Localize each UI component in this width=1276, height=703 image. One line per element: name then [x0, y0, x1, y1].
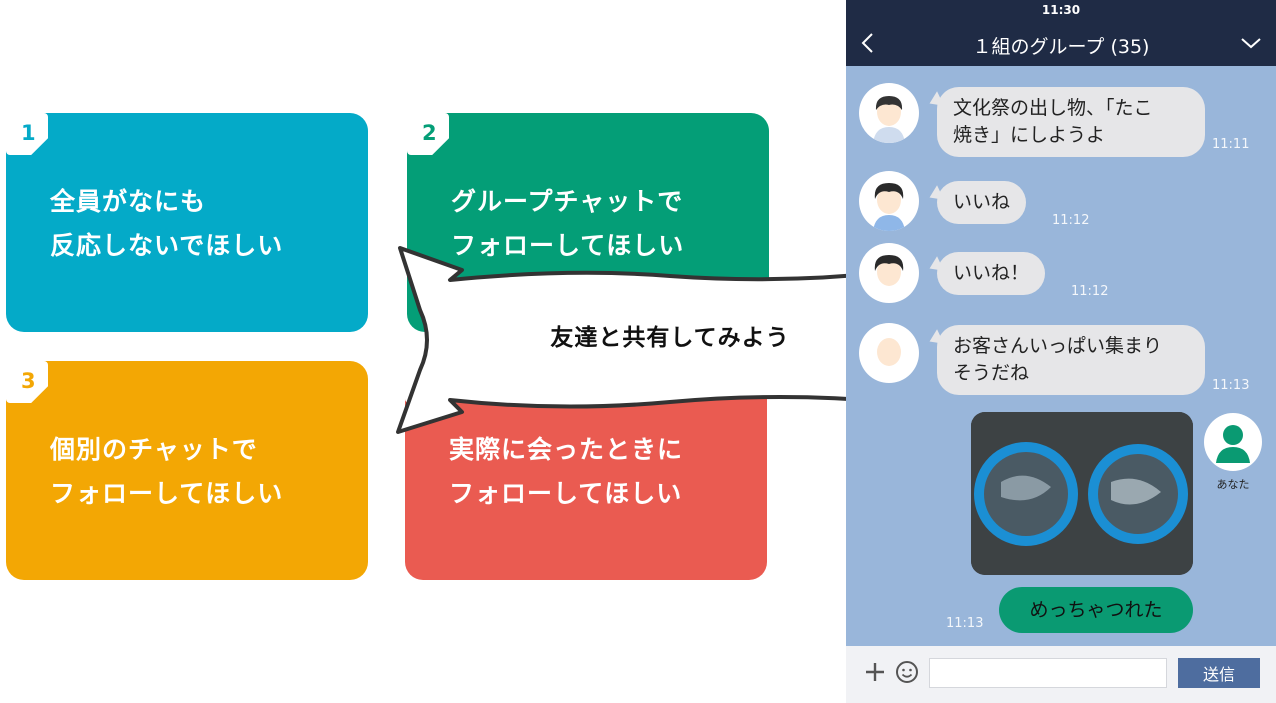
phone-chat-screen: 11:30 １組のグループ (35) 文化祭の出し物、「たこ 焼き」にしようよ … — [846, 0, 1276, 703]
card-label: 全員がなにも 反応しないでほしい — [50, 187, 284, 260]
chat-message-bubble: いいね！ — [937, 252, 1046, 295]
avatar[interactable] — [859, 323, 919, 383]
my-name-label: あなた — [1216, 478, 1250, 491]
avatar[interactable] — [859, 83, 919, 143]
boy-avatar-icon — [873, 183, 905, 231]
status-bar: 11:30 — [846, 0, 1276, 27]
card-label: 実際に会ったときに フォローしてほしい — [449, 435, 684, 508]
avatar[interactable] — [859, 171, 919, 231]
message-time: 11:13 — [946, 616, 984, 631]
card-number-badge: 3 — [6, 361, 48, 403]
option-card-3[interactable]: 3 個別のチャットで フォローしてほしい — [6, 361, 368, 580]
card-label: 個別のチャットで フォローしてほしい — [50, 435, 284, 508]
status-time: 11:30 — [1041, 3, 1081, 17]
message-time: 11:13 — [1212, 378, 1250, 393]
message-time: 11:12 — [1071, 284, 1109, 299]
shared-photo[interactable] — [971, 412, 1193, 575]
chevron-down-icon[interactable] — [1240, 35, 1262, 51]
message-input[interactable] — [929, 658, 1167, 688]
card-label: グループチャットで フォローしてほしい — [451, 187, 685, 260]
person-silhouette-icon — [1216, 425, 1250, 463]
my-message-bubble: めっちゃつれた — [999, 587, 1193, 633]
card-number-badge: 2 — [407, 113, 449, 155]
emoji-icon[interactable] — [895, 660, 919, 684]
message-time: 11:12 — [1052, 213, 1090, 228]
chat-message-bubble: お客さんいっぱい集まり そうだね — [937, 325, 1205, 395]
chat-header: １組のグループ (35) — [846, 20, 1276, 66]
chat-title: １組のグループ (35) — [972, 36, 1150, 58]
my-avatar[interactable] — [1204, 413, 1262, 471]
message-input-bar: 送信 — [846, 646, 1276, 703]
back-chevron-icon[interactable] — [858, 31, 878, 55]
option-card-1[interactable]: 1 全員がなにも 反応しないでほしい — [6, 113, 368, 332]
girl-avatar-icon — [877, 338, 901, 366]
banner-label: 友達と共有してみよう — [550, 325, 790, 351]
card-number-badge: 1 — [6, 113, 48, 155]
boy-avatar-icon — [873, 96, 905, 143]
plus-icon[interactable] — [864, 661, 886, 683]
fish-buckets-photo — [971, 412, 1193, 575]
chat-message-bubble: 文化祭の出し物、「たこ 焼き」にしようよ — [937, 87, 1205, 157]
boy-avatar-icon — [874, 255, 904, 286]
send-button[interactable]: 送信 — [1178, 658, 1260, 688]
message-time: 11:11 — [1212, 137, 1250, 152]
chat-message-bubble: いいね — [937, 181, 1027, 224]
avatar[interactable] — [859, 243, 919, 303]
